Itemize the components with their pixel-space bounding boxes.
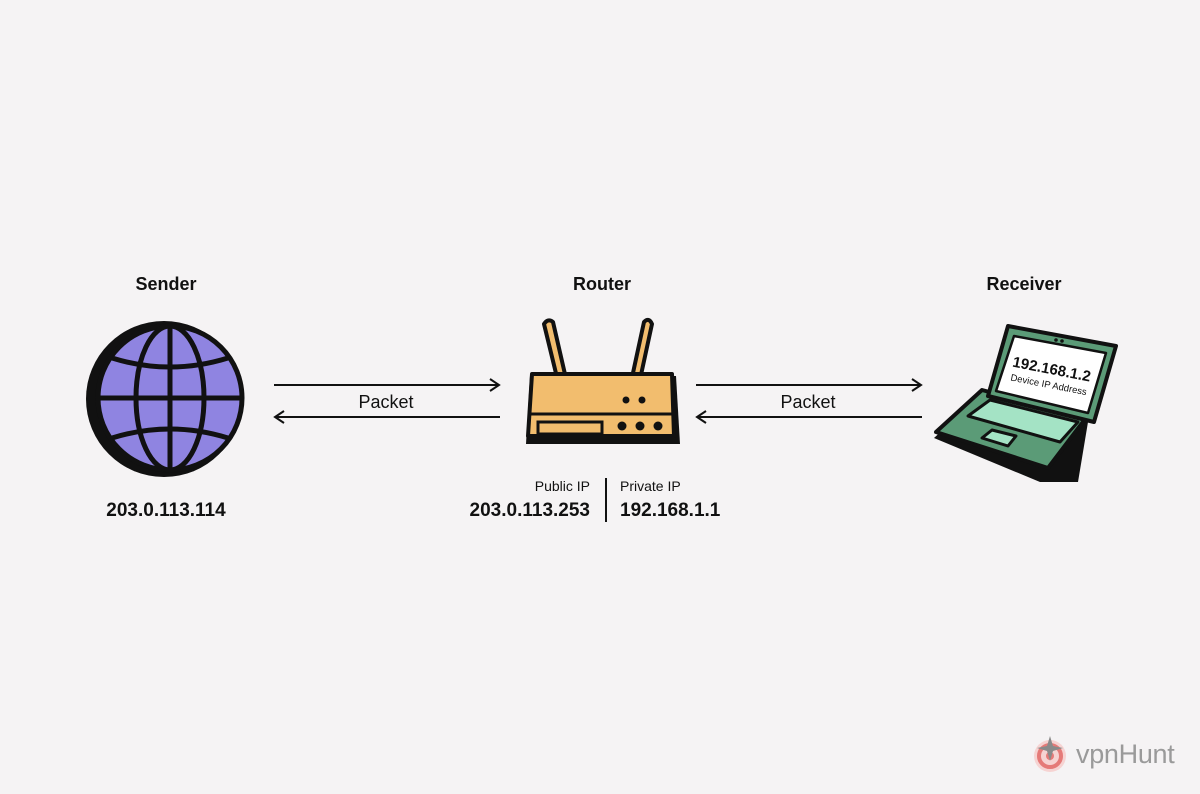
public-ip-label: Public IP: [534, 478, 590, 494]
link-router-receiver-arrows: [695, 378, 923, 424]
link-sender-router-arrows: [273, 378, 501, 424]
packet-label-left: Packet: [358, 392, 414, 412]
receiver-title: Receiver: [986, 274, 1062, 294]
vpnhunt-logo-icon: [1034, 736, 1066, 772]
private-ip-label: Private IP: [620, 478, 681, 494]
private-ip-value: 192.168.1.1: [620, 500, 721, 521]
ip-divider: [605, 478, 607, 522]
packet-label-right: Packet: [780, 392, 836, 412]
arrow-left-icon: [695, 410, 922, 424]
arrow-right-icon: [696, 378, 923, 392]
public-ip-value: 203.0.113.253: [469, 500, 590, 521]
sender-ip: 203.0.113.114: [106, 500, 226, 521]
arrow-right-icon: [274, 378, 501, 392]
router-icon: [526, 317, 680, 444]
brand: vpnHunt: [1030, 734, 1175, 774]
arrow-left-icon: [273, 410, 500, 424]
globe-icon: [86, 321, 245, 477]
sender-title: Sender: [135, 274, 197, 294]
brand-name: vpnHunt: [1076, 738, 1175, 769]
router-title: Router: [573, 274, 631, 294]
laptop-icon: 192.168.1.2 Device IP Address: [934, 324, 1118, 482]
